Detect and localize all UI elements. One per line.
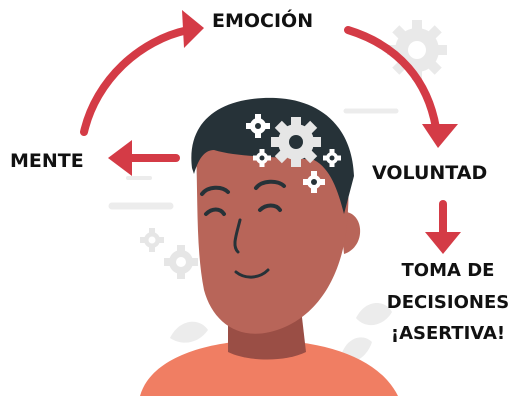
leaf-icon [170,302,392,363]
arrow-emocion-to-voluntad [344,26,440,132]
eyebrow-right [254,179,286,190]
nose [233,218,242,254]
arrowheads [108,10,461,254]
decision-label-line-2: DECISIONES [386,292,510,313]
mouth [234,268,270,279]
background-gear-icon [387,20,447,80]
gear-icon [246,114,341,193]
emocion-label: EMOCIÓN [212,10,314,32]
motion-lines [108,108,399,210]
voluntad-label: VOLUNTAD [372,162,488,184]
decision-label-line-1: TOMA DE [401,260,495,281]
eyebrow-left [200,185,230,196]
arrow-mente-to-emocion [80,26,192,136]
arrow-icon [80,26,447,240]
eye-right [258,203,282,212]
mente-label: MENTE [10,150,84,172]
decision-label-line-3: ¡ASERTIVA! [390,323,506,344]
eye-left [204,207,226,216]
background-gear-small-icon [140,228,198,279]
shirt [140,340,398,396]
